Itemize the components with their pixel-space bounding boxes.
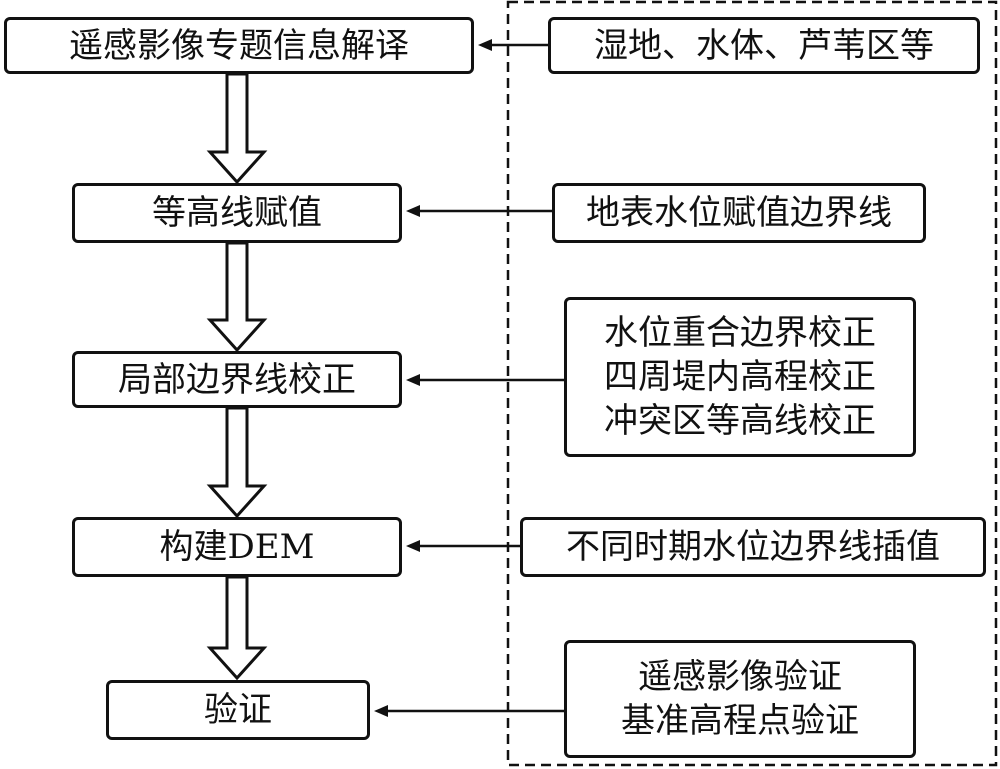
input-arrowhead-1	[478, 39, 492, 51]
step-box-interpretation: 遥感影像专题信息解译	[4, 17, 474, 74]
input-box-wetland-classes: 湿地、水体、芦苇区等	[548, 17, 980, 74]
flow-arrow-1-2	[206, 72, 268, 185]
input-group-dashed-border	[506, 0, 998, 767]
flow-arrow-2-3	[206, 241, 268, 353]
step-label: 验证	[204, 690, 272, 730]
input-box-surface-water-level: 地表水位赋值边界线	[552, 183, 926, 243]
step-box-build-dem: 构建DEM	[72, 517, 402, 577]
input-line: 冲突区等高线校正	[604, 401, 876, 441]
input-line: 湿地、水体、芦苇区等	[594, 25, 934, 66]
step-box-boundary-correction: 局部边界线校正	[72, 351, 402, 408]
step-label: 遥感影像专题信息解译	[69, 25, 409, 66]
flow-arrow-3-4	[206, 406, 268, 519]
input-box-interpolation: 不同时期水位边界线插值	[520, 517, 986, 577]
input-line: 遥感影像验证	[638, 657, 842, 697]
input-box-validation-methods: 遥感影像验证 基准高程点验证	[564, 640, 916, 758]
input-arrowhead-5	[374, 705, 388, 717]
step-label: 局部边界线校正	[118, 359, 356, 400]
input-line: 水位重合边界校正	[604, 313, 876, 353]
step-label: 等高线赋值	[152, 193, 322, 233]
input-line: 基准高程点验证	[621, 701, 859, 741]
step-box-validation: 验证	[106, 680, 370, 740]
input-arrowhead-2	[406, 205, 420, 217]
input-line: 地表水位赋值边界线	[586, 193, 892, 233]
input-arrowhead-3	[406, 374, 420, 386]
input-arrowhead-4	[406, 540, 420, 552]
input-box-correction-methods: 水位重合边界校正 四周堤内高程校正 冲突区等高线校正	[564, 297, 916, 457]
flow-arrow-4-5	[206, 575, 268, 681]
input-line: 不同时期水位边界线插值	[566, 527, 940, 567]
step-box-contour-assignment: 等高线赋值	[72, 183, 402, 243]
step-label: 构建DEM	[159, 527, 315, 567]
input-line: 四周堤内高程校正	[604, 357, 876, 397]
